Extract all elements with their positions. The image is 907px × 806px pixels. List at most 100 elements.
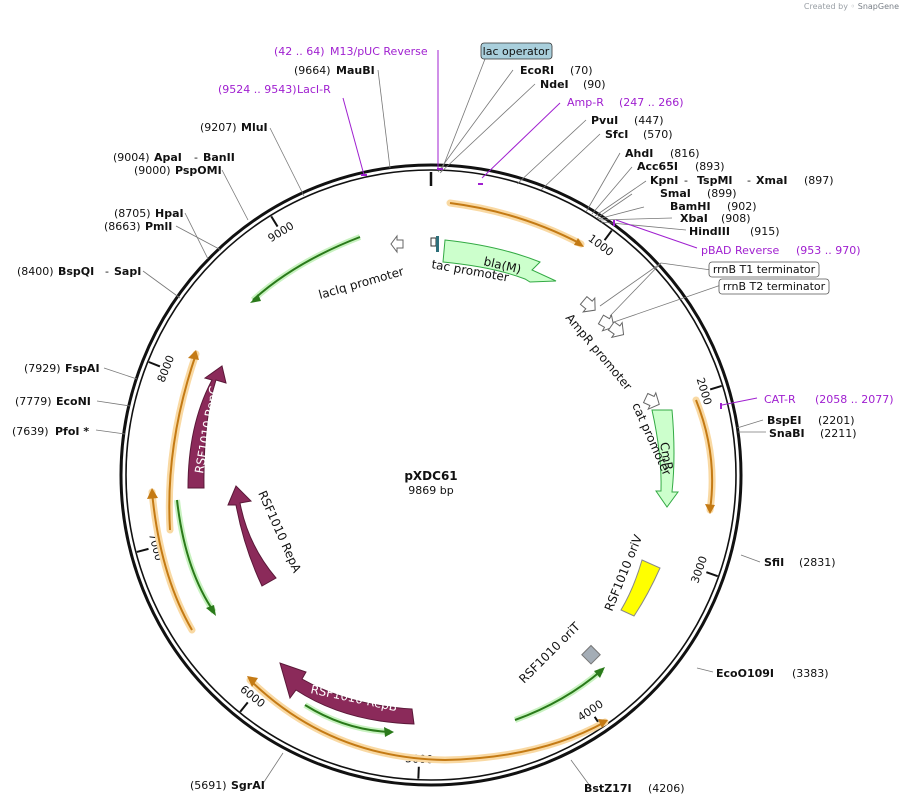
site-kpni: KpnI	[650, 174, 678, 187]
site-ahdi: AhdI	[625, 147, 653, 160]
site-mlui-coord: (9207)	[200, 121, 237, 134]
plasmid-name: pXDC61	[404, 469, 457, 483]
site-xbai-coord: (908)	[721, 212, 751, 225]
promoter-ampr3-icon	[607, 321, 625, 339]
site-sgrai: SgrAI	[231, 779, 265, 792]
tick-label: 9000	[266, 219, 297, 245]
tick-mark	[417, 766, 420, 779]
site-sfii-coord: (2831)	[799, 556, 836, 569]
promoter-tac-icon	[430, 237, 437, 247]
site-labels: (9664) MauBI EcoRI (70) NdeI (90) PvuI (…	[12, 64, 857, 795]
primer-pbad-range: (953 .. 970)	[796, 244, 861, 257]
site-ahdi-coord: (816)	[670, 147, 700, 160]
orange-arc-right-line	[695, 399, 714, 511]
site-pspomi-coord: (9000)	[134, 164, 171, 177]
site-mlui: MluI	[241, 121, 268, 134]
backbone-outer	[119, 163, 743, 787]
promoter-lacIq-icon	[390, 234, 404, 254]
arrowhead-left2	[147, 488, 158, 499]
primer-catr-range: (2058 .. 2077)	[815, 393, 894, 406]
primer-marks	[361, 168, 722, 409]
site-pfoi-coord: (7639)	[12, 425, 49, 438]
site-bspqi: BspQI	[58, 265, 94, 278]
lac-operator-mark	[436, 236, 439, 252]
primer-m13-range: (42 .. 64)	[274, 45, 325, 58]
site-xmai-coord: (897)	[804, 174, 834, 187]
site-pspomi: PspOMI	[175, 164, 222, 177]
tick-mark	[706, 571, 719, 578]
site-sfci-coord: (570)	[643, 128, 673, 141]
primer-ampr-range: (247 .. 266)	[619, 96, 684, 109]
sep-kpni: -	[684, 174, 688, 187]
site-fspai-coord: (7929)	[24, 362, 61, 375]
label-lac-operator: lac operator	[483, 45, 550, 58]
rrnb-t1-box: rrnB T1 terminator	[708, 261, 820, 278]
arrowhead-bottom-right	[598, 719, 608, 728]
site-hindiii: HindIII	[689, 225, 730, 238]
primer-laci-name: LacI-R	[297, 83, 331, 96]
site-tspmi: TspMI	[697, 174, 733, 187]
site-bspei: BspEI	[767, 414, 801, 427]
site-hpai-coord: (8705)	[114, 207, 151, 220]
site-ecori: EcoRI	[520, 64, 554, 77]
leader-lines	[95, 58, 766, 787]
site-bstz17i: BstZ17I	[584, 782, 632, 795]
green-arc-left	[174, 499, 217, 614]
sep-apai: -	[194, 151, 198, 164]
orange-arc-bottom-line	[249, 679, 606, 762]
site-ndei: NdeI	[540, 78, 569, 91]
promoter-ampr-icon	[579, 295, 596, 313]
feature-repc	[187, 365, 227, 489]
snapgene-logo-icon: ◦	[850, 2, 856, 11]
site-snabi-coord: (2211)	[820, 427, 857, 440]
primer-labels: (42 .. 64) M13/pUC Reverse (9524 .. 9543…	[218, 45, 894, 406]
site-banii: BanII	[203, 151, 235, 164]
snapgene-credit: Created by ◦ SnapGene	[803, 2, 899, 11]
site-xmai: XmaI	[756, 174, 787, 187]
site-sgrai-coord: (5691)	[190, 779, 227, 792]
site-ndei-coord: (90)	[583, 78, 606, 91]
site-ecoo109i: EcoO109I	[716, 667, 774, 680]
label-cmr: CmR	[657, 441, 676, 471]
orange-arc-top-line	[449, 202, 582, 245]
green-arc-bottom-right-line	[514, 669, 603, 721]
feature-arcs	[148, 199, 716, 764]
plasmid-size: 9869 bp	[408, 484, 453, 497]
arrowhead-green-bl	[384, 727, 394, 737]
site-xbai: XbaI	[680, 212, 708, 225]
tick-mark	[239, 701, 249, 713]
primer-catr-name: CAT-R	[764, 393, 796, 406]
arc-arrowheads	[147, 238, 715, 737]
arrowhead-top	[574, 238, 584, 247]
site-acc65i: Acc65I	[637, 160, 678, 173]
site-bspei-coord: (2201)	[818, 414, 855, 427]
primer-m13-name: M13/pUC Reverse	[330, 45, 428, 58]
orange-arc-top	[446, 199, 585, 248]
arrowhead-right	[705, 504, 715, 514]
tick-mark	[136, 547, 149, 553]
site-bamhi: BamHI	[670, 200, 711, 213]
primer-pbad-name: pBAD Reverse	[701, 244, 779, 257]
site-pfoi: PfoI *	[55, 425, 89, 438]
site-pvui: PvuI	[591, 114, 618, 127]
feature-cmr	[651, 409, 679, 508]
site-maubi-coord: (9664)	[294, 64, 331, 77]
lac-operator-box: lac operator	[480, 42, 553, 60]
site-ecoo109i-coord: (3383)	[792, 667, 829, 680]
site-apai-coord: (9004)	[113, 151, 150, 164]
tick-label: 1000	[586, 232, 616, 259]
site-snabi: SnaBI	[769, 427, 805, 440]
tick-label: 3000	[689, 554, 711, 585]
feature-repb	[279, 662, 415, 725]
tick-label: 8000	[155, 353, 177, 384]
arrowhead-left1	[188, 350, 199, 360]
site-bamhi-coord: (902)	[727, 200, 757, 213]
green-arc-laci-line	[252, 236, 361, 301]
arrowhead-bottom	[247, 676, 258, 687]
site-sfii: SfiI	[764, 556, 784, 569]
site-bstz17i-coord: (4206)	[648, 782, 685, 795]
feature-repa	[227, 485, 277, 587]
sep-bspqi: -	[105, 265, 109, 278]
